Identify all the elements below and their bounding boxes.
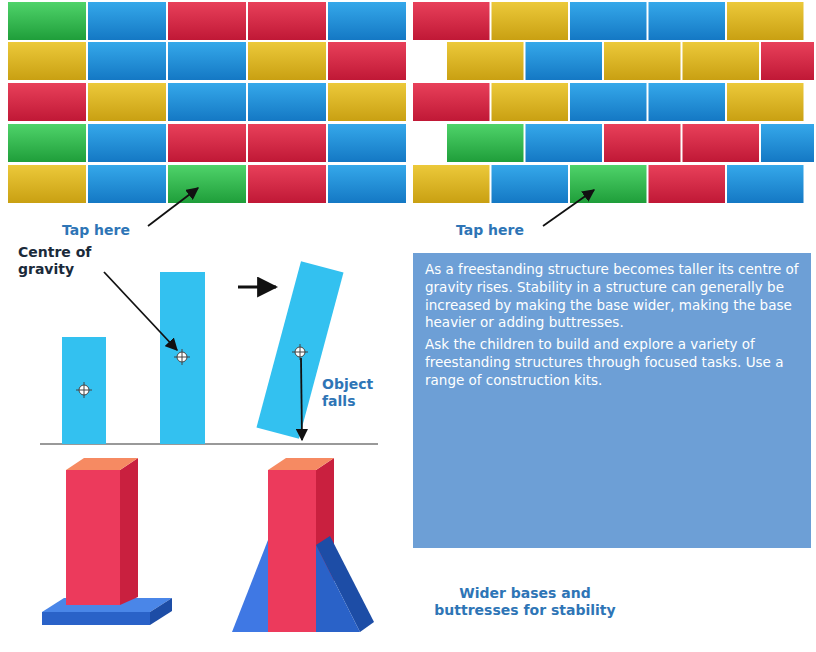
brick: [683, 42, 760, 80]
annotation-label: Wider bases and buttresses for stability: [420, 585, 630, 619]
brick: [526, 124, 603, 162]
brick: [492, 165, 569, 203]
leader-line: [543, 190, 594, 226]
brick: [328, 83, 406, 121]
brick: [526, 42, 603, 80]
annotation-label: Tap here: [456, 222, 546, 239]
brick: [88, 42, 166, 80]
push-arrow: [238, 286, 276, 289]
text-panel: As a freestanding structure becomes tall…: [413, 253, 811, 548]
brick: [413, 2, 490, 40]
cog-symbol: [76, 344, 308, 398]
brick: [328, 42, 406, 80]
brick-walls: [8, 2, 814, 203]
column-wide-base: [42, 458, 172, 625]
brick: [168, 2, 246, 40]
brick: [649, 83, 726, 121]
brick: [727, 2, 804, 40]
brick: [8, 42, 86, 80]
brick: [413, 83, 490, 121]
brick: [248, 42, 326, 80]
brick: [413, 165, 490, 203]
gravity-line: [301, 358, 302, 440]
brick: [248, 2, 326, 40]
brick: [727, 165, 804, 203]
brick: [328, 165, 406, 203]
brick: [8, 124, 86, 162]
brick: [570, 165, 647, 203]
annotation-label: Tap here: [62, 222, 152, 239]
brick: [492, 83, 569, 121]
brick: [604, 124, 681, 162]
brick: [8, 2, 86, 40]
brick: [168, 83, 246, 121]
brick: [8, 165, 86, 203]
brick: [761, 42, 814, 80]
brick: [447, 42, 524, 80]
leader-line: [104, 272, 177, 350]
brick: [168, 124, 246, 162]
brick: [328, 2, 406, 40]
brick: [88, 124, 166, 162]
brick: [8, 83, 86, 121]
brick: [168, 165, 246, 203]
brick: [570, 83, 647, 121]
brick: [649, 165, 726, 203]
brick: [649, 2, 726, 40]
brick: [683, 124, 760, 162]
brick: [727, 83, 804, 121]
brick: [570, 2, 647, 40]
brick: [248, 165, 326, 203]
panel-text: As a freestanding structure becomes tall…: [425, 261, 801, 332]
brick: [88, 165, 166, 203]
brick: [248, 124, 326, 162]
short-block: [62, 337, 106, 444]
leader-line: [148, 188, 198, 226]
brick: [248, 83, 326, 121]
brick: [328, 124, 406, 162]
panel-text: Ask the children to build and explore a …: [425, 336, 801, 389]
brick: [447, 124, 524, 162]
annotation-label: Object falls: [322, 376, 388, 410]
annotation-label: Centre of gravity: [18, 244, 108, 278]
tall-block: [160, 272, 205, 444]
brick: [492, 2, 569, 40]
brick: [168, 42, 246, 80]
brick: [88, 83, 166, 121]
brick: [88, 2, 166, 40]
brick: [604, 42, 681, 80]
brick: [761, 124, 814, 162]
column-buttresses: [232, 458, 374, 632]
